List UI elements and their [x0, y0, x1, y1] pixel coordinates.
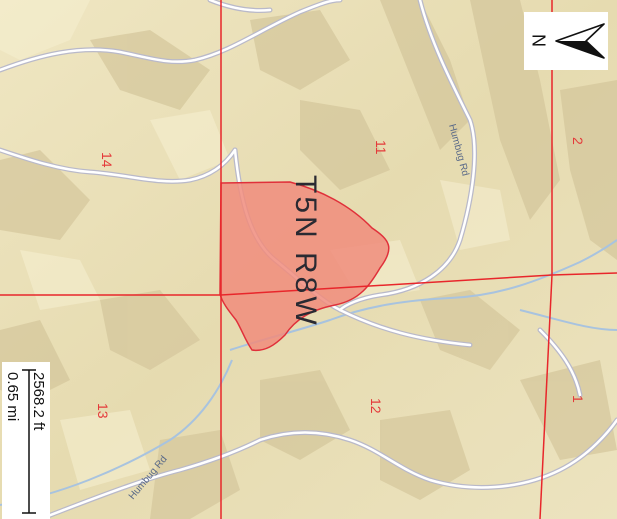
scale-label-miles: 0.65 mi [4, 372, 21, 421]
section-label-2: 2 [570, 137, 586, 145]
fire-perimeter[interactable] [219, 181, 390, 352]
section-label-12: 12 [368, 398, 384, 414]
north-arrow: N [524, 12, 608, 70]
north-arrow-icon [555, 23, 605, 59]
section-label-1: 1 [570, 395, 586, 403]
scale-bar: 2568.2 ft 0.65 mi [2, 362, 50, 519]
section-labels: 14 11 2 13 12 1 [95, 137, 586, 419]
section-label-14: 14 [99, 152, 115, 168]
scale-label-feet: 2568.2 ft [30, 372, 47, 431]
section-label-11: 11 [373, 140, 389, 155]
section-label-13: 13 [95, 403, 111, 419]
township-label: T5N R8W [289, 175, 322, 328]
